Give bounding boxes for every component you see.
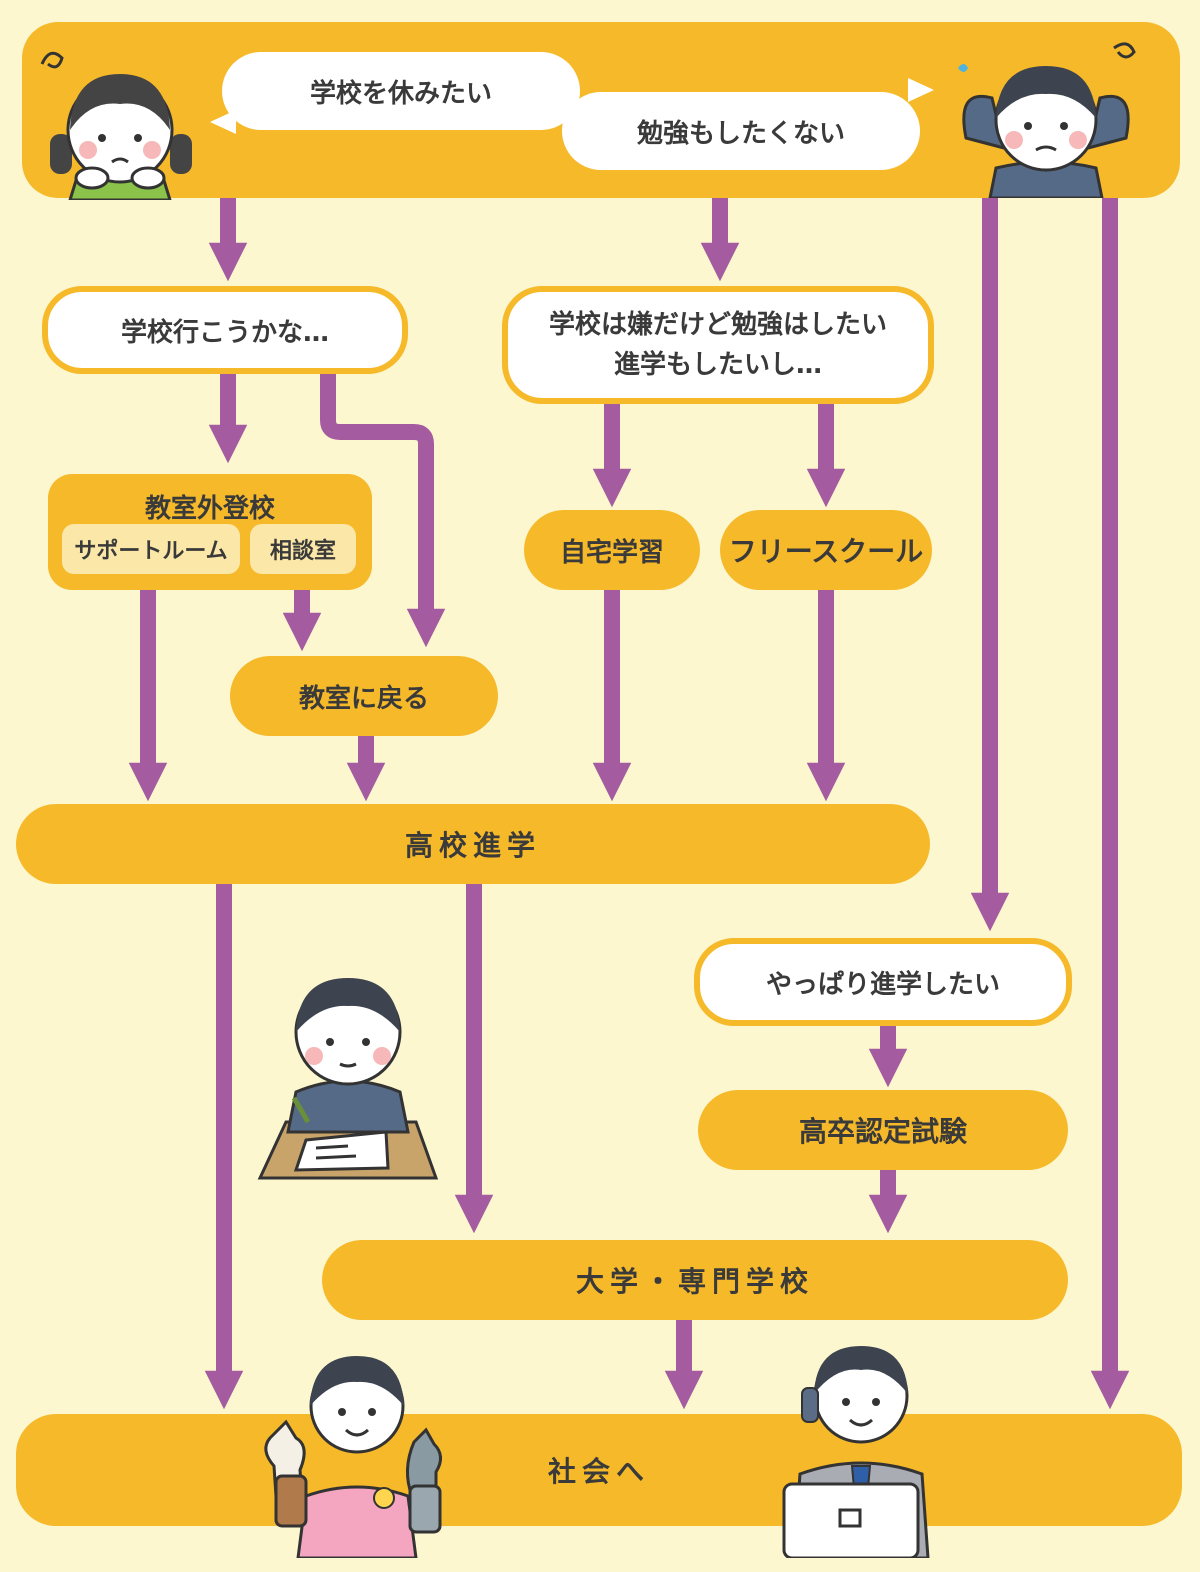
businessman-illustration	[782, 1346, 930, 1558]
speech-bubble-left-tail	[210, 110, 236, 134]
node-study-want-line2: 進学もしたいし…	[613, 350, 822, 380]
teacher-with-puppets-illustration	[264, 1356, 442, 1558]
node-exam: 高卒認定試験	[698, 1090, 1068, 1170]
node-university: 大学・専門学校	[322, 1240, 1068, 1320]
studying-boy-illustration	[257, 978, 439, 1180]
worried-boy-illustration	[958, 42, 1136, 198]
chip-support-room: サポートルーム	[62, 524, 240, 574]
node-return-class: 教室に戻る	[230, 656, 498, 736]
arrow-go-school-to-return	[320, 374, 446, 648]
node-study-want: 学校は嫌だけど勉強はしたい 進学もしたいし…	[502, 286, 934, 404]
speech-bubble-right: 勉強もしたくない	[562, 92, 920, 170]
node-free-school: フリースクール	[720, 510, 932, 590]
speech-bubble-left: 学校を休みたい	[222, 52, 580, 130]
speech-bubble-right-tail	[908, 78, 934, 102]
chip-consult-room: 相談室	[250, 524, 356, 574]
node-study-want-line1: 学校は嫌だけど勉強はしたい	[548, 310, 887, 340]
worried-girl-illustration	[40, 51, 192, 200]
node-high-school: 高校進学	[16, 804, 930, 884]
node-outside-class-label: 教室外登校	[144, 494, 275, 524]
node-want-advance: やっぱり進学したい	[694, 938, 1072, 1026]
node-go-school: 学校行こうかな…	[42, 286, 408, 374]
node-home-study: 自宅学習	[524, 510, 700, 590]
node-society: 社会へ	[16, 1414, 1182, 1526]
